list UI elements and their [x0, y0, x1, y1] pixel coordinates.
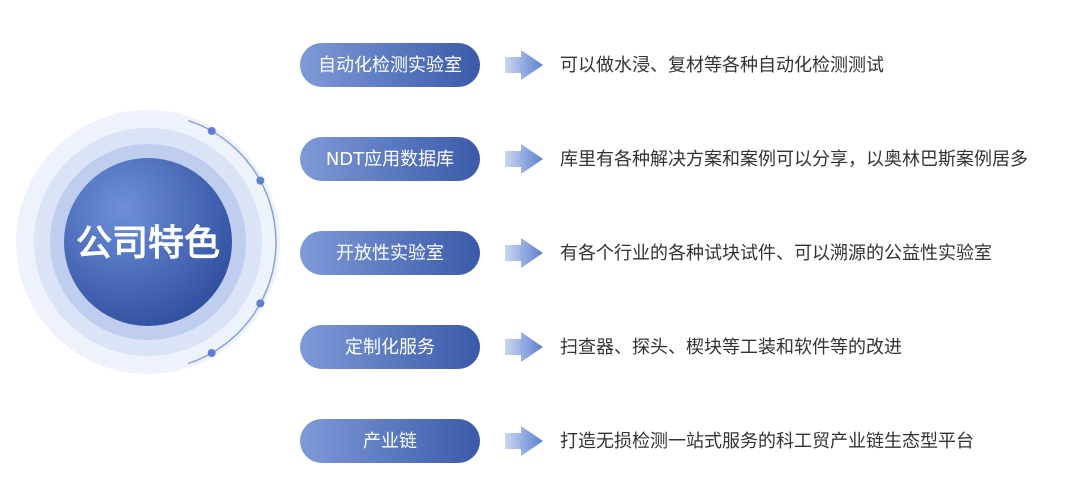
feature-row: NDT应用数据库 库里有各种解决方案和案例可以分享，以奥林巴斯案例居多: [300, 137, 1028, 181]
hub-core-circle: [64, 158, 232, 326]
arc-dot-4: [207, 349, 216, 358]
arrow-right-icon: [505, 144, 543, 174]
arrow-right-icon: [505, 426, 543, 456]
feature-pill: [300, 325, 480, 369]
feature-row: 开放性实验室 有各个行业的各种试块试件、可以溯源的公益性实验室: [300, 231, 992, 275]
feature-description: 有各个行业的各种试块试件、可以溯源的公益性实验室: [560, 243, 992, 264]
arrow-right-icon: [505, 50, 543, 80]
feature-row: 自动化检测实验室 可以做水浸、复材等各种自动化检测测试: [300, 43, 884, 87]
feature-description: 打造无损检测一站式服务的科工贸产业链生态型平台: [560, 431, 974, 452]
arc-dot-3: [256, 299, 265, 308]
hub-title: 公司特色: [76, 223, 220, 264]
feature-pill: [300, 137, 480, 181]
arc-dot-2: [256, 176, 265, 185]
feature-pill: [300, 419, 480, 463]
arc-dot-1: [207, 126, 216, 135]
feature-description: 可以做水浸、复材等各种自动化检测测试: [560, 55, 884, 76]
arrow-right-icon: [505, 238, 543, 268]
feature-rows: 自动化检测实验室 可以做水浸、复材等各种自动化检测测试 NDT应用数据库 库里有各种解…: [300, 43, 1028, 463]
connector-arc-line: [188, 119, 277, 365]
arrow-right-icon: [505, 332, 543, 362]
feature-description: 库里有各种解决方案和案例可以分享，以奥林巴斯案例居多: [560, 149, 1028, 170]
feature-label: 定制化服务: [345, 337, 435, 358]
feature-label: 产业链: [363, 431, 417, 452]
feature-row: 产业链 打造无损检测一站式服务的科工贸产业链生态型平台: [300, 419, 974, 463]
feature-pill: [300, 231, 480, 275]
feature-description: 扫查器、探头、楔块等工装和软件等的改进: [560, 337, 902, 358]
feature-label: NDT应用数据库: [326, 149, 454, 170]
feature-row: 定制化服务 扫查器、探头、楔块等工装和软件等的改进: [300, 325, 902, 369]
feature-pill: [300, 43, 480, 87]
feature-label: 开放性实验室: [336, 243, 444, 264]
connector-arc: [188, 119, 277, 365]
feature-label: 自动化检测实验室: [318, 55, 462, 76]
hub: 公司特色: [16, 110, 280, 374]
